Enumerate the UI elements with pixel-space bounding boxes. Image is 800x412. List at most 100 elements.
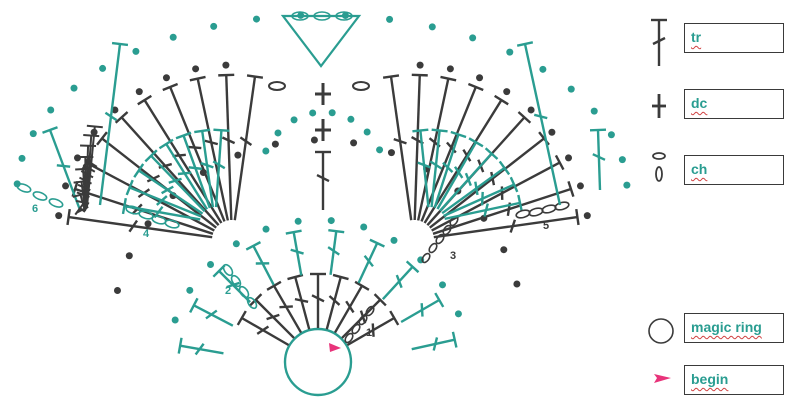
treble-stitch	[233, 74, 264, 221]
slip-dot	[527, 106, 535, 114]
treble-stitch	[66, 208, 213, 239]
treble-stitch	[443, 176, 519, 217]
treble-stitch	[444, 194, 523, 221]
treble-stitch	[400, 292, 445, 324]
magic-ring	[283, 327, 353, 397]
double-crochet-stitch	[315, 83, 331, 105]
slip-dot	[294, 217, 302, 225]
treble-stitch	[429, 128, 448, 208]
slip-dot	[428, 23, 436, 31]
begin-arrow-icon	[654, 374, 671, 383]
legend-label-ch: ch	[691, 161, 708, 177]
chain-stitch	[32, 191, 48, 201]
treble-stitch	[315, 150, 331, 210]
treble-stitch	[158, 138, 209, 210]
treble-stitch	[125, 179, 202, 218]
chain-stitch	[358, 314, 368, 326]
treble-stitch	[98, 41, 129, 206]
slip-dot	[390, 236, 398, 244]
treble-stitch	[516, 41, 562, 206]
slip-dot	[55, 212, 63, 220]
treble-stitch	[177, 337, 224, 356]
treble-stitch	[144, 149, 206, 213]
treble-crochet-icon	[651, 18, 667, 66]
slip-dot	[576, 182, 584, 190]
treble-stitch	[333, 280, 370, 334]
double-crochet-icon	[652, 94, 666, 118]
treble-stitch	[357, 238, 385, 284]
slip-dot	[328, 109, 336, 117]
slip-dot	[387, 149, 395, 157]
chain-stitch	[421, 252, 431, 264]
treble-stitch	[411, 73, 428, 221]
row-number-label: 1	[366, 327, 372, 339]
slip-dot	[347, 115, 355, 123]
slip-dot	[590, 107, 598, 115]
slip-dot	[271, 140, 279, 148]
treble-stitch	[589, 128, 607, 191]
treble-stitch	[212, 128, 230, 208]
legend-icons	[648, 18, 674, 383]
treble-stitch	[346, 310, 400, 347]
slip-dot	[469, 34, 477, 42]
slip-dot	[207, 261, 215, 269]
chain-stitch	[291, 11, 309, 21]
legend-label-tr: tr	[691, 29, 702, 45]
slip-dot	[186, 286, 194, 294]
treble-stitch	[325, 273, 349, 330]
chain-stitch	[16, 183, 32, 193]
slip-dot	[618, 156, 626, 164]
treble-stitch	[175, 131, 211, 209]
legend-box-ch: ch	[684, 155, 784, 185]
slip-dot	[192, 65, 200, 73]
treble-stitch	[433, 130, 467, 209]
slip-dot	[360, 223, 368, 231]
treble-stitch	[327, 228, 345, 275]
legend-label-dc: dc	[691, 95, 708, 111]
legend-box-begin: begin	[684, 365, 784, 395]
row-number-label: 6	[32, 203, 38, 215]
treble-stitch	[42, 126, 82, 211]
chain-stitch	[335, 11, 353, 21]
slip-dot	[232, 240, 240, 248]
slip-dot	[500, 246, 508, 254]
slip-dot	[503, 88, 511, 96]
treble-stitch	[341, 293, 387, 339]
chain-stitch	[554, 201, 570, 211]
slip-dot	[144, 220, 152, 228]
legend-box-tr: tr	[684, 23, 784, 53]
chain-stitch	[222, 263, 234, 277]
row-number-label: 3	[450, 250, 456, 262]
chain-stitch	[528, 207, 544, 217]
legend-label-magic-ring: magic ring	[691, 319, 762, 335]
treble-stitch	[436, 137, 484, 210]
slip-dot	[171, 316, 179, 324]
treble-stitch	[433, 208, 580, 239]
slip-dot	[18, 154, 26, 162]
treble-stitch	[189, 75, 230, 221]
chain-stitch	[442, 224, 452, 236]
chain-stitch	[515, 209, 531, 219]
slip-dot	[29, 130, 37, 138]
magic-ring-icon	[648, 318, 674, 344]
chain-stitch	[151, 215, 167, 225]
legend-box-magic-ring: magic ring	[684, 313, 784, 343]
treble-stitch	[189, 297, 234, 327]
slip-dot	[99, 64, 107, 72]
slip-dot	[623, 181, 631, 189]
begin-marker	[329, 343, 341, 352]
chain-stitch	[352, 81, 370, 91]
chain-stitch	[365, 305, 375, 317]
slip-dot	[607, 131, 615, 139]
slip-dot	[350, 139, 358, 147]
treble-stitch	[310, 272, 326, 328]
chain-stitch	[230, 274, 242, 288]
treble-stitch	[411, 331, 458, 351]
slip-dot	[262, 225, 270, 233]
slip-dot	[234, 151, 242, 159]
slip-dot	[539, 65, 547, 73]
slip-dot	[567, 85, 575, 93]
legend-box-dc: dc	[684, 89, 784, 119]
treble-stitch	[236, 310, 290, 347]
